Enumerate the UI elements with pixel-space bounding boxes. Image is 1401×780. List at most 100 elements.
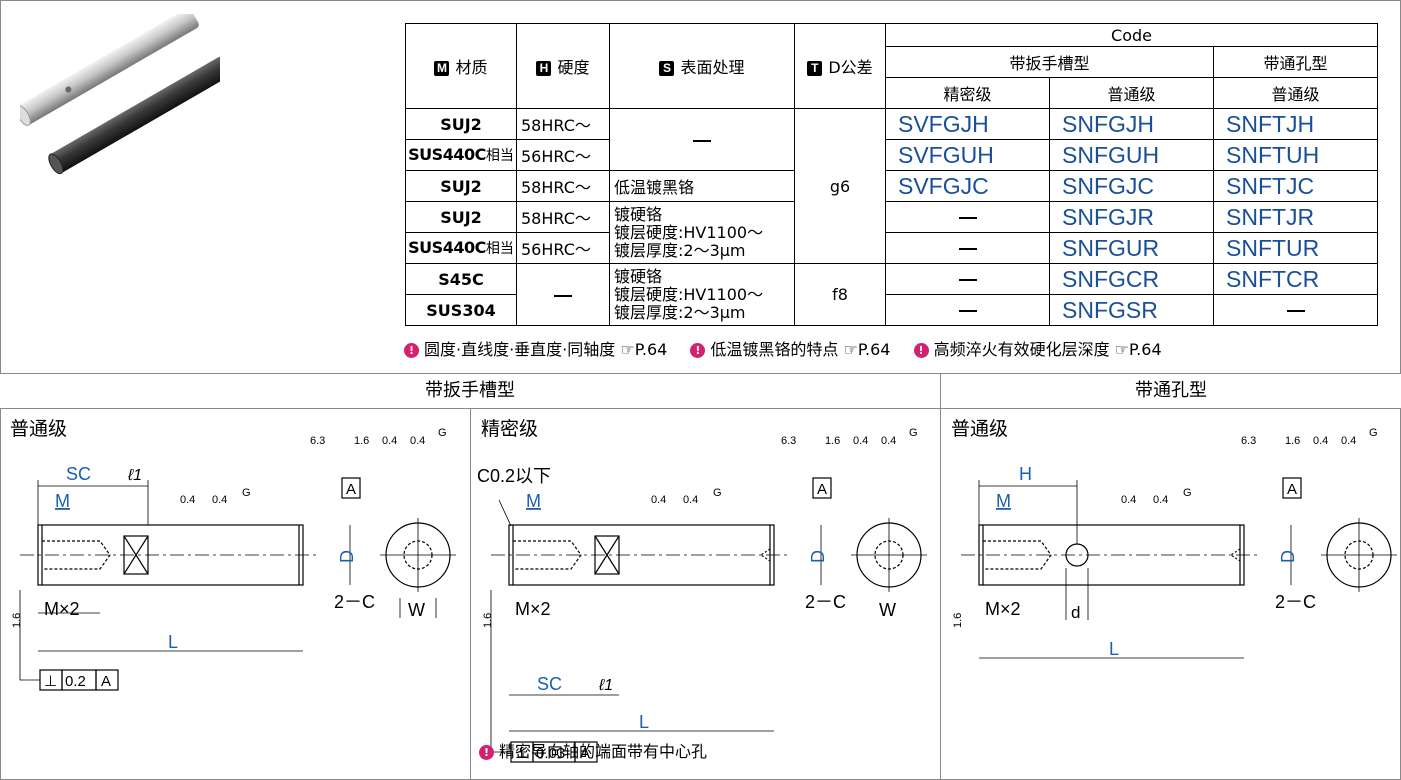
dim-sc: SC	[537, 674, 562, 694]
material-icon: M	[434, 61, 450, 76]
dim-d: D	[808, 550, 828, 563]
panel-title: 精密级	[481, 418, 539, 440]
dim-m: M	[526, 491, 541, 511]
material-cell: SUJ2	[405, 170, 517, 202]
surface-cell: 镀硬铬镀层硬度:HV1100～镀层厚度:2～3μm	[609, 263, 795, 326]
product-image	[20, 14, 220, 175]
code-cell: SVFGJH	[885, 108, 1050, 140]
code-cell	[1213, 294, 1378, 326]
roughness-grade: G	[1369, 427, 1378, 439]
dim-chamfer: 2－C	[1275, 592, 1316, 612]
dim-sc: SC	[66, 464, 91, 484]
material-cell: SUS440C相当	[405, 232, 517, 264]
drawing-area: 带扳手槽型 带通孔型 普通级	[0, 373, 1401, 779]
perp-value: 0.03	[536, 745, 565, 762]
dim-l: L	[639, 712, 649, 732]
hardness-icon: H	[536, 61, 552, 76]
roughness-value: 0.4	[212, 494, 227, 506]
code-cell: SNFTUR	[1213, 232, 1378, 264]
roughness-value: 1.6	[952, 613, 964, 628]
dash-mark	[958, 217, 977, 219]
note-item[interactable]: !高频淬火有效硬化层深度 ☞P.64	[913, 340, 1162, 359]
roughness-grade: G	[1183, 487, 1192, 499]
precision-footnote: !精密导向轴的端面带有中心孔	[479, 738, 707, 762]
panel-title: 普通级	[951, 418, 1009, 440]
roughness-grade: G	[438, 427, 447, 439]
material-cell: SUS304	[405, 294, 517, 326]
shaft-drawing: C0.2以下 M M×2 SC ℓ1 L D W 2－C A ⊥ 0.03 A …	[477, 427, 927, 763]
roughness-grade: G	[909, 427, 918, 439]
tolerance-cell: g6	[794, 108, 886, 264]
dim-l: L	[1109, 639, 1119, 659]
drawing-panel-standard-wrench: 普通级	[0, 408, 470, 778]
hardness-cell: 58HRC～	[516, 201, 610, 233]
shaft-drawing: SC ℓ1 M M×2 L D W 2－C A ⊥ 0.2 A 0.4 0.4 …	[11, 427, 456, 691]
code-cell: SNFGUR	[1049, 232, 1214, 264]
perp-value: 0.2	[65, 673, 86, 690]
roughness-value: 0.4	[1153, 494, 1168, 506]
code-cell: SNFGJC	[1049, 170, 1214, 202]
dim-d: D	[337, 550, 357, 563]
roughness-value: 6.3	[781, 435, 796, 447]
hardness-cell: 58HRC～	[516, 170, 610, 202]
header-wrench-type: 带扳手槽型	[885, 46, 1214, 78]
perp-datum: A	[101, 673, 111, 690]
dim-chamfer: 2－C	[334, 592, 375, 612]
info-pin-icon: !	[404, 343, 419, 358]
dim-w: W	[408, 600, 425, 620]
datum-a: A	[817, 481, 827, 498]
dash-mark	[958, 310, 977, 312]
material-cell: SUJ2	[405, 201, 517, 233]
dim-mx2: M×2	[515, 599, 551, 619]
dim-hole-d: d	[1071, 603, 1080, 622]
code-cell: SNFTCR	[1213, 263, 1378, 295]
code-cell: SNFGCR	[1049, 263, 1214, 295]
perp-datum: A	[580, 745, 590, 762]
material-cell: S45C	[405, 263, 517, 295]
datum-a: A	[346, 481, 356, 498]
dim-m: M	[996, 491, 1011, 511]
section-header-wrench: 带扳手槽型	[0, 373, 940, 409]
dash-mark	[554, 294, 572, 297]
roughness-value: 1.6	[482, 613, 494, 628]
dim-l: L	[168, 632, 178, 652]
code-cell: SNFGJR	[1049, 201, 1214, 233]
dim-chamfer: 2－C	[805, 592, 846, 612]
code-cell: SNFTUH	[1213, 139, 1378, 171]
divider	[470, 408, 471, 779]
roughness-value: 0.4	[410, 435, 425, 447]
shaft-drawing: H M M×2 d L D 2－C A 0.4 0.4 G 6.3 1.6 0.…	[952, 427, 1397, 659]
header-standard: 普通级	[1213, 77, 1378, 109]
roughness-value: 6.3	[1241, 435, 1256, 447]
hardness-cell: 58HRC～	[516, 108, 610, 140]
notes-line: !圆度·直线度·垂直度·同轴度 ☞P.64 !低温镀黑铬的特点 ☞P.64 !高…	[404, 336, 1180, 360]
hardness-cell: 56HRC～	[516, 139, 610, 171]
header-standard: 普通级	[1049, 77, 1214, 109]
roughness-grade: G	[713, 487, 722, 499]
note-item[interactable]: !低温镀黑铬的特点 ☞P.64	[690, 340, 890, 359]
roughness-value: 1.6	[11, 613, 23, 628]
roughness-value: 6.3	[310, 435, 325, 447]
note-item[interactable]: !圆度·直线度·垂直度·同轴度 ☞P.64	[404, 340, 667, 359]
dim-d: D	[1278, 550, 1298, 563]
datum-a: A	[1287, 481, 1297, 498]
dim-mx2: M×2	[44, 599, 80, 619]
material-cell: SUJ2	[405, 108, 517, 140]
code-cell: SVFGUH	[885, 139, 1050, 171]
perp-symbol: ⊥	[44, 673, 57, 690]
code-cell	[885, 263, 1050, 295]
reference-icon: ☞	[620, 340, 635, 359]
code-cell: SNFGUH	[1049, 139, 1214, 171]
roughness-value: 0.4	[651, 494, 666, 506]
tolerance-cell: f8	[794, 263, 886, 326]
code-cell	[885, 232, 1050, 264]
chamfer-note: C0.2以下	[477, 466, 551, 486]
hardness-cell: 56HRC～	[516, 232, 610, 264]
code-cell	[885, 294, 1050, 326]
reference-icon: ☞	[843, 340, 858, 359]
roughness-value: 0.4	[1313, 435, 1328, 447]
code-cell: SVFGJC	[885, 170, 1050, 202]
dash-mark	[958, 248, 977, 250]
